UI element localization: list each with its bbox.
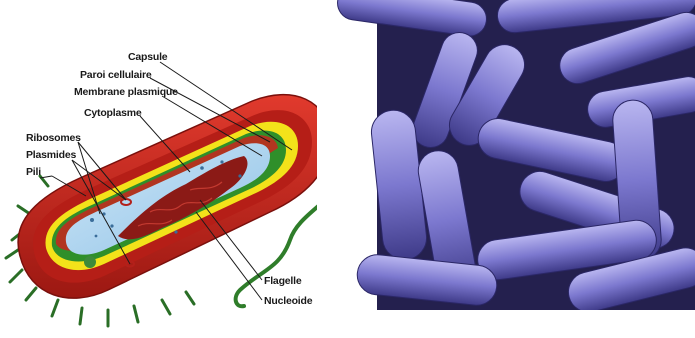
label-pili: Pili (26, 166, 41, 178)
bacteria-micrograph (317, 0, 695, 310)
label-ribosomes: Ribosomes (26, 132, 81, 144)
label-plasmids: Plasmides (26, 149, 77, 161)
label-flagellum: Flagelle (264, 275, 302, 287)
inclusion-body (84, 256, 96, 268)
label-nucleoid: Nucleoide (264, 295, 313, 307)
label-cytoplasm: Cytoplasme (84, 107, 142, 119)
label-cell-wall: Paroi cellulaire (80, 69, 152, 81)
label-capsule: Capsule (128, 51, 168, 63)
label-plasma-membrane: Membrane plasmique (74, 86, 178, 98)
